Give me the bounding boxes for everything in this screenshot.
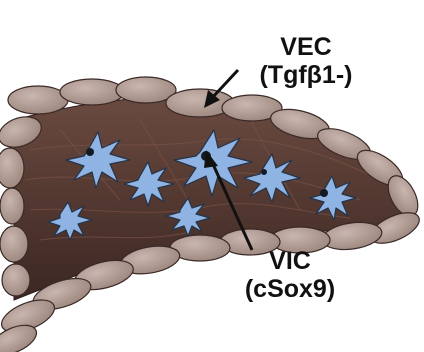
vec-marker: (Tgfβ1-) [236,61,376,89]
endothelial-cell [60,79,124,105]
nucleus [86,148,94,156]
vec-name: VEC [236,33,376,61]
endothelial-cell [2,264,30,296]
vic-marker: (cSox9) [220,275,360,303]
nucleus [320,189,328,197]
nucleus [261,169,267,175]
endothelial-cell [8,86,68,114]
vec-label: VEC (Tgfβ1-) [236,33,376,89]
vic-name: VIC [220,247,360,275]
endothelial-cell [0,226,28,262]
endothelial-cell [0,188,24,224]
endothelial-cell [0,148,24,188]
vic-label: VIC (cSox9) [220,247,360,303]
